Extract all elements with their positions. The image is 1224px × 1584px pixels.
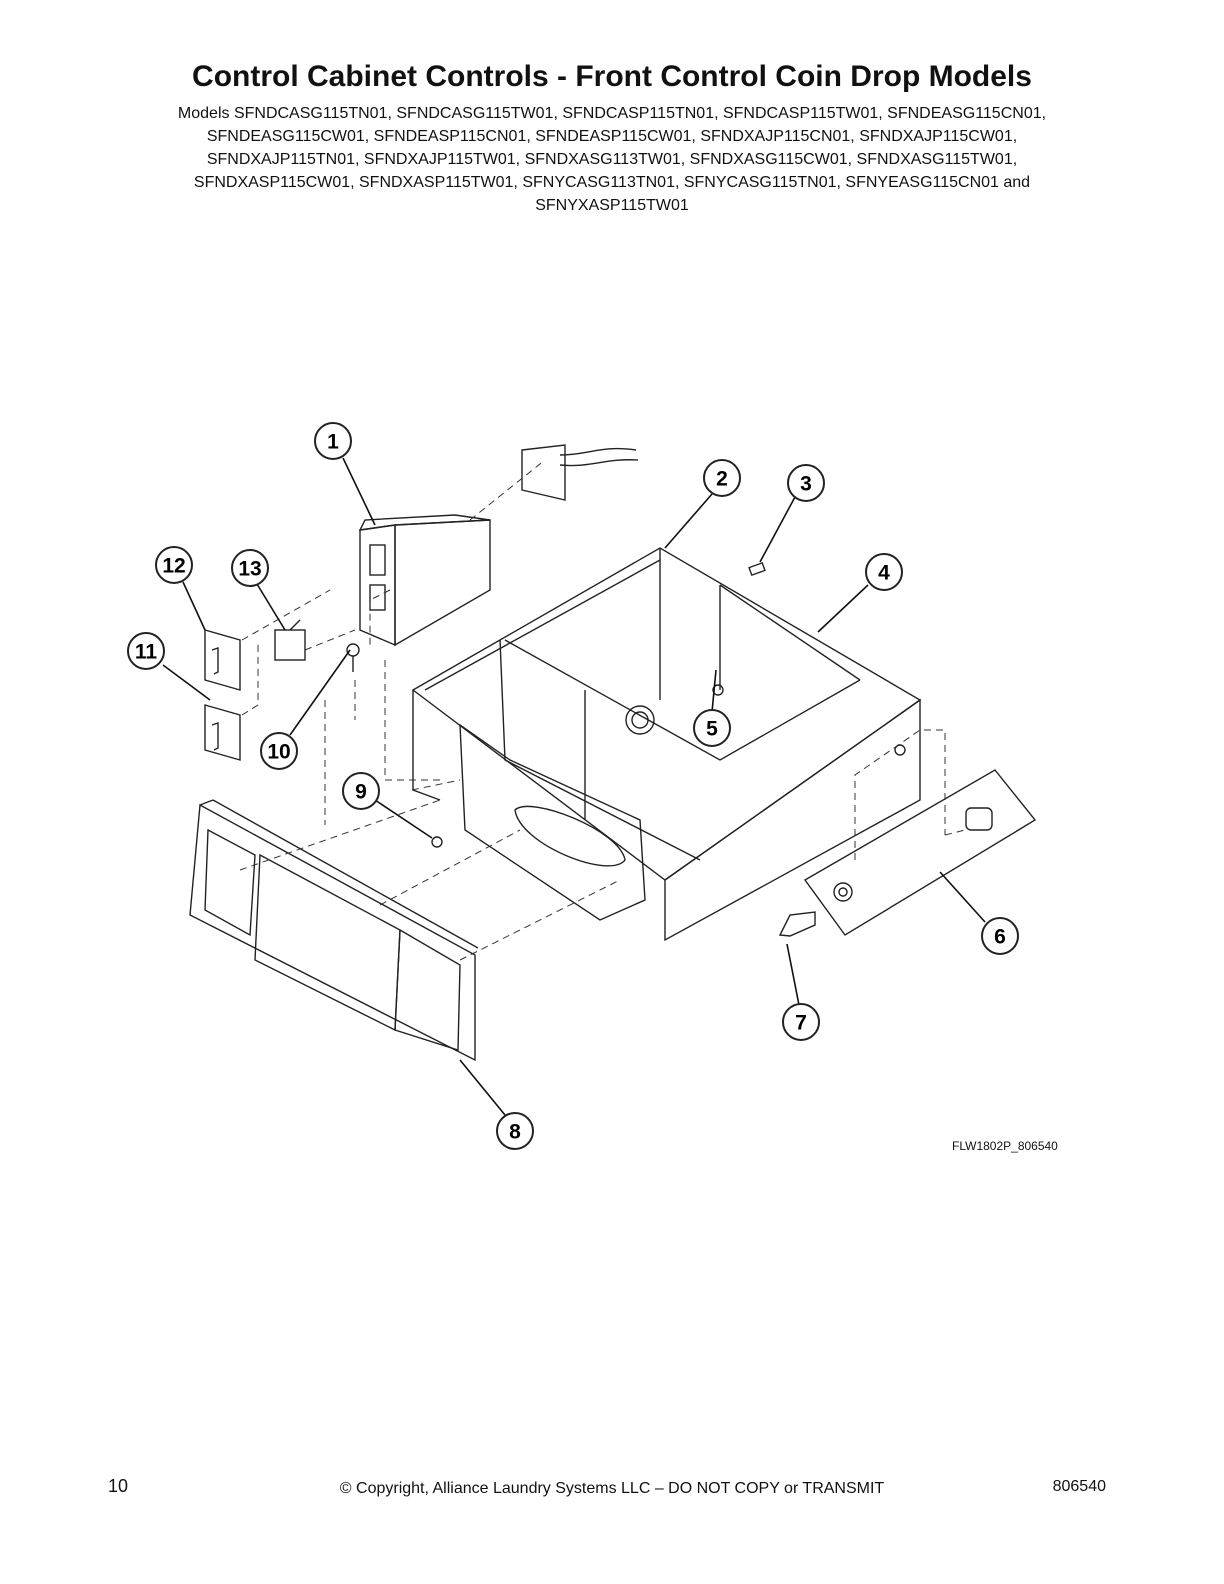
front-bezel-panel bbox=[189, 799, 479, 1062]
exploded-view-guides bbox=[239, 459, 966, 961]
callout-leaders bbox=[162, 457, 986, 1116]
coin-slide-plates bbox=[204, 629, 241, 761]
callout-10: 10 bbox=[260, 732, 298, 770]
copyright-notice: © Copyright, Alliance Laundry Systems LL… bbox=[339, 1480, 885, 1497]
callout-1: 1 bbox=[314, 422, 352, 460]
callout-11: 11 bbox=[127, 632, 165, 670]
callout-label: 8 bbox=[509, 1121, 521, 1144]
callout-label: 10 bbox=[267, 741, 290, 764]
coin-drop-bracket bbox=[358, 514, 491, 647]
callout-label: 2 bbox=[716, 468, 728, 491]
document-number: 806540 bbox=[1052, 1478, 1106, 1495]
coin-drop-channel bbox=[459, 723, 646, 921]
callout-5: 5 bbox=[693, 709, 731, 747]
cabinet-hardware bbox=[346, 561, 766, 848]
callout-label: 6 bbox=[994, 926, 1006, 949]
page-title: Control Cabinet Controls - Front Control… bbox=[192, 60, 1032, 93]
model-line: SFNDEASG115CW01, SFNDEASP115CN01, SFNDEA… bbox=[206, 128, 1018, 145]
model-line: Models SFNDCASG115TN01, SFNDCASG115TW01,… bbox=[177, 105, 1047, 122]
mounting-kit bbox=[778, 769, 1037, 937]
page-number: 10 bbox=[108, 1476, 129, 1496]
callout-label: 13 bbox=[238, 558, 261, 581]
callout-label: 1 bbox=[327, 431, 339, 454]
callout-2: 2 bbox=[703, 459, 741, 497]
callout-8: 8 bbox=[496, 1112, 534, 1150]
callout-label: 7 bbox=[795, 1012, 807, 1035]
callout-label: 9 bbox=[355, 781, 367, 804]
callout-4: 4 bbox=[865, 553, 903, 591]
callout-6: 6 bbox=[981, 917, 1019, 955]
callout-7: 7 bbox=[782, 1003, 820, 1041]
control-cabinet bbox=[411, 547, 922, 942]
coin-switch bbox=[274, 619, 306, 661]
callout-3: 3 bbox=[787, 464, 825, 502]
model-line: SFNYXASP115TW01 bbox=[535, 197, 689, 214]
model-line: SFNDXAJP115TN01, SFNDXAJP115TW01, SFNDXA… bbox=[206, 151, 1018, 168]
callout-label: 4 bbox=[878, 562, 890, 585]
callout-label: 11 bbox=[135, 641, 158, 664]
callout-12: 12 bbox=[155, 546, 193, 584]
callout-label: 5 bbox=[706, 718, 718, 741]
model-line: SFNDXASP115CW01, SFNDXASP115TW01, SFNYCA… bbox=[193, 174, 1031, 191]
wire-harness bbox=[521, 444, 639, 501]
callout-label: 3 bbox=[800, 473, 812, 496]
model-list: Models SFNDCASG115TN01, SFNDCASG115TW01,… bbox=[100, 102, 1124, 217]
exploded-parts-diagram: 1 2 3 4 5 6 7 8 9 10 11 12 bbox=[127, 422, 1037, 1150]
callout-label: 12 bbox=[162, 555, 185, 578]
callout-13: 13 bbox=[231, 549, 269, 587]
callout-9: 9 bbox=[342, 772, 380, 810]
figure-code: FLW1802P_806540 bbox=[952, 1139, 1058, 1153]
